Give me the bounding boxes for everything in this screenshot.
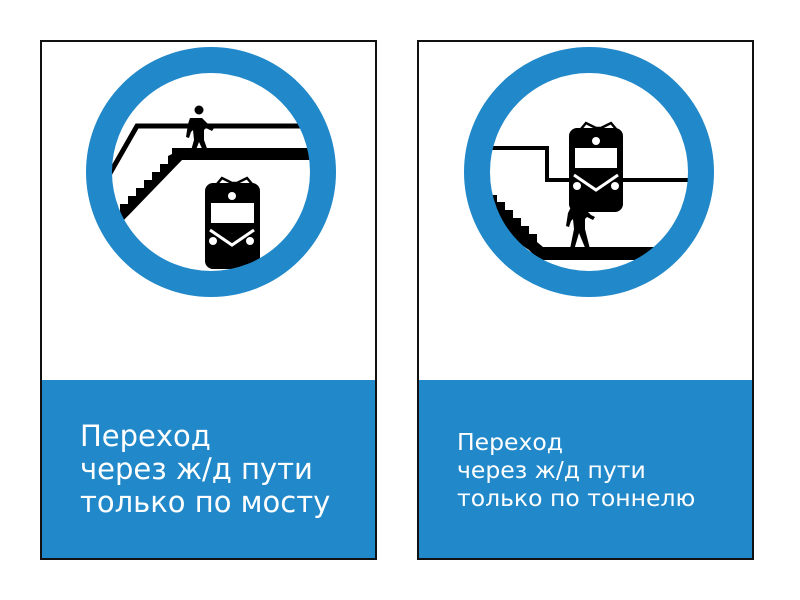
caption-text: Переход через ж/д пути только по тоннелю bbox=[457, 428, 695, 512]
caption-line-2: через ж/д пути bbox=[457, 456, 646, 484]
pedestrian-tunnel-under-tracks-icon bbox=[464, 47, 714, 297]
train-icon bbox=[205, 176, 260, 269]
caption-text: Переход через ж/д пути только по мосту bbox=[80, 420, 330, 519]
train-icon bbox=[569, 121, 623, 212]
blue-ring bbox=[86, 47, 336, 297]
sign-bridge: Переход через ж/д пути только по мосту bbox=[40, 40, 377, 560]
caption-line-3: только по мосту bbox=[80, 485, 331, 519]
pedestrian-bridge-over-tracks-icon bbox=[86, 47, 336, 297]
caption-line-1: Переход bbox=[80, 419, 211, 453]
tunnel-scene bbox=[483, 121, 695, 260]
blue-ring bbox=[464, 47, 714, 297]
sign-tunnel: Переход через ж/д пути только по тоннелю bbox=[417, 40, 754, 560]
caption-line-2: через ж/д пути bbox=[80, 452, 313, 486]
pedestrian-icon bbox=[186, 105, 214, 155]
caption-line-1: Переход bbox=[457, 428, 564, 456]
caption-band: Переход через ж/д пути только по мосту bbox=[42, 380, 375, 558]
caption-band: Переход через ж/д пути только по тоннелю bbox=[419, 380, 752, 558]
caption-line-3: только по тоннелю bbox=[457, 484, 696, 512]
